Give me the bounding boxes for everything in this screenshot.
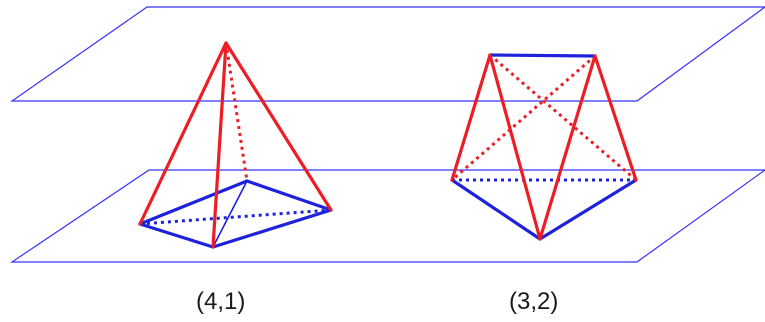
- prism-lateral-edge: [488, 53, 542, 241]
- prism-base-edge: [450, 178, 542, 241]
- pyramid-base-edge: [211, 208, 333, 249]
- prism-figure: [450, 53, 638, 241]
- prism-caption: (3,2): [509, 288, 559, 315]
- prism-hidden-cross-edge: [451, 54, 596, 182]
- pyramid-base-edge: [138, 222, 215, 249]
- pyramid-base-edge: [138, 179, 249, 226]
- pyramid-lateral-edge: [224, 41, 333, 212]
- prism-lateral-edge: [593, 54, 638, 182]
- pyramid-lateral-edge: [138, 41, 228, 226]
- lower-plane: [10, 169, 765, 263]
- pyramid-lateral-edges: [138, 41, 333, 249]
- prism-base-edges: [450, 178, 638, 241]
- pyramid-figure: [138, 41, 333, 249]
- prism-top-edge: [488, 53, 597, 58]
- pyramid-hidden-lateral-edge: [224, 42, 249, 182]
- prism-lateral-edge: [538, 54, 597, 241]
- upper-plane: [10, 6, 765, 102]
- prism-lateral-edge: [450, 53, 492, 182]
- pyramid-lateral-edge: [211, 41, 228, 249]
- pyramid-caption: (4,1): [196, 288, 246, 315]
- pyramid-base-edge: [245, 179, 333, 212]
- prism-lateral-edges: [450, 53, 638, 241]
- planes: [10, 6, 765, 263]
- pyramid-base-edges: [138, 179, 333, 249]
- prism-base-edge: [538, 178, 638, 241]
- pyramid-base-inner-diagonal: [212, 180, 248, 248]
